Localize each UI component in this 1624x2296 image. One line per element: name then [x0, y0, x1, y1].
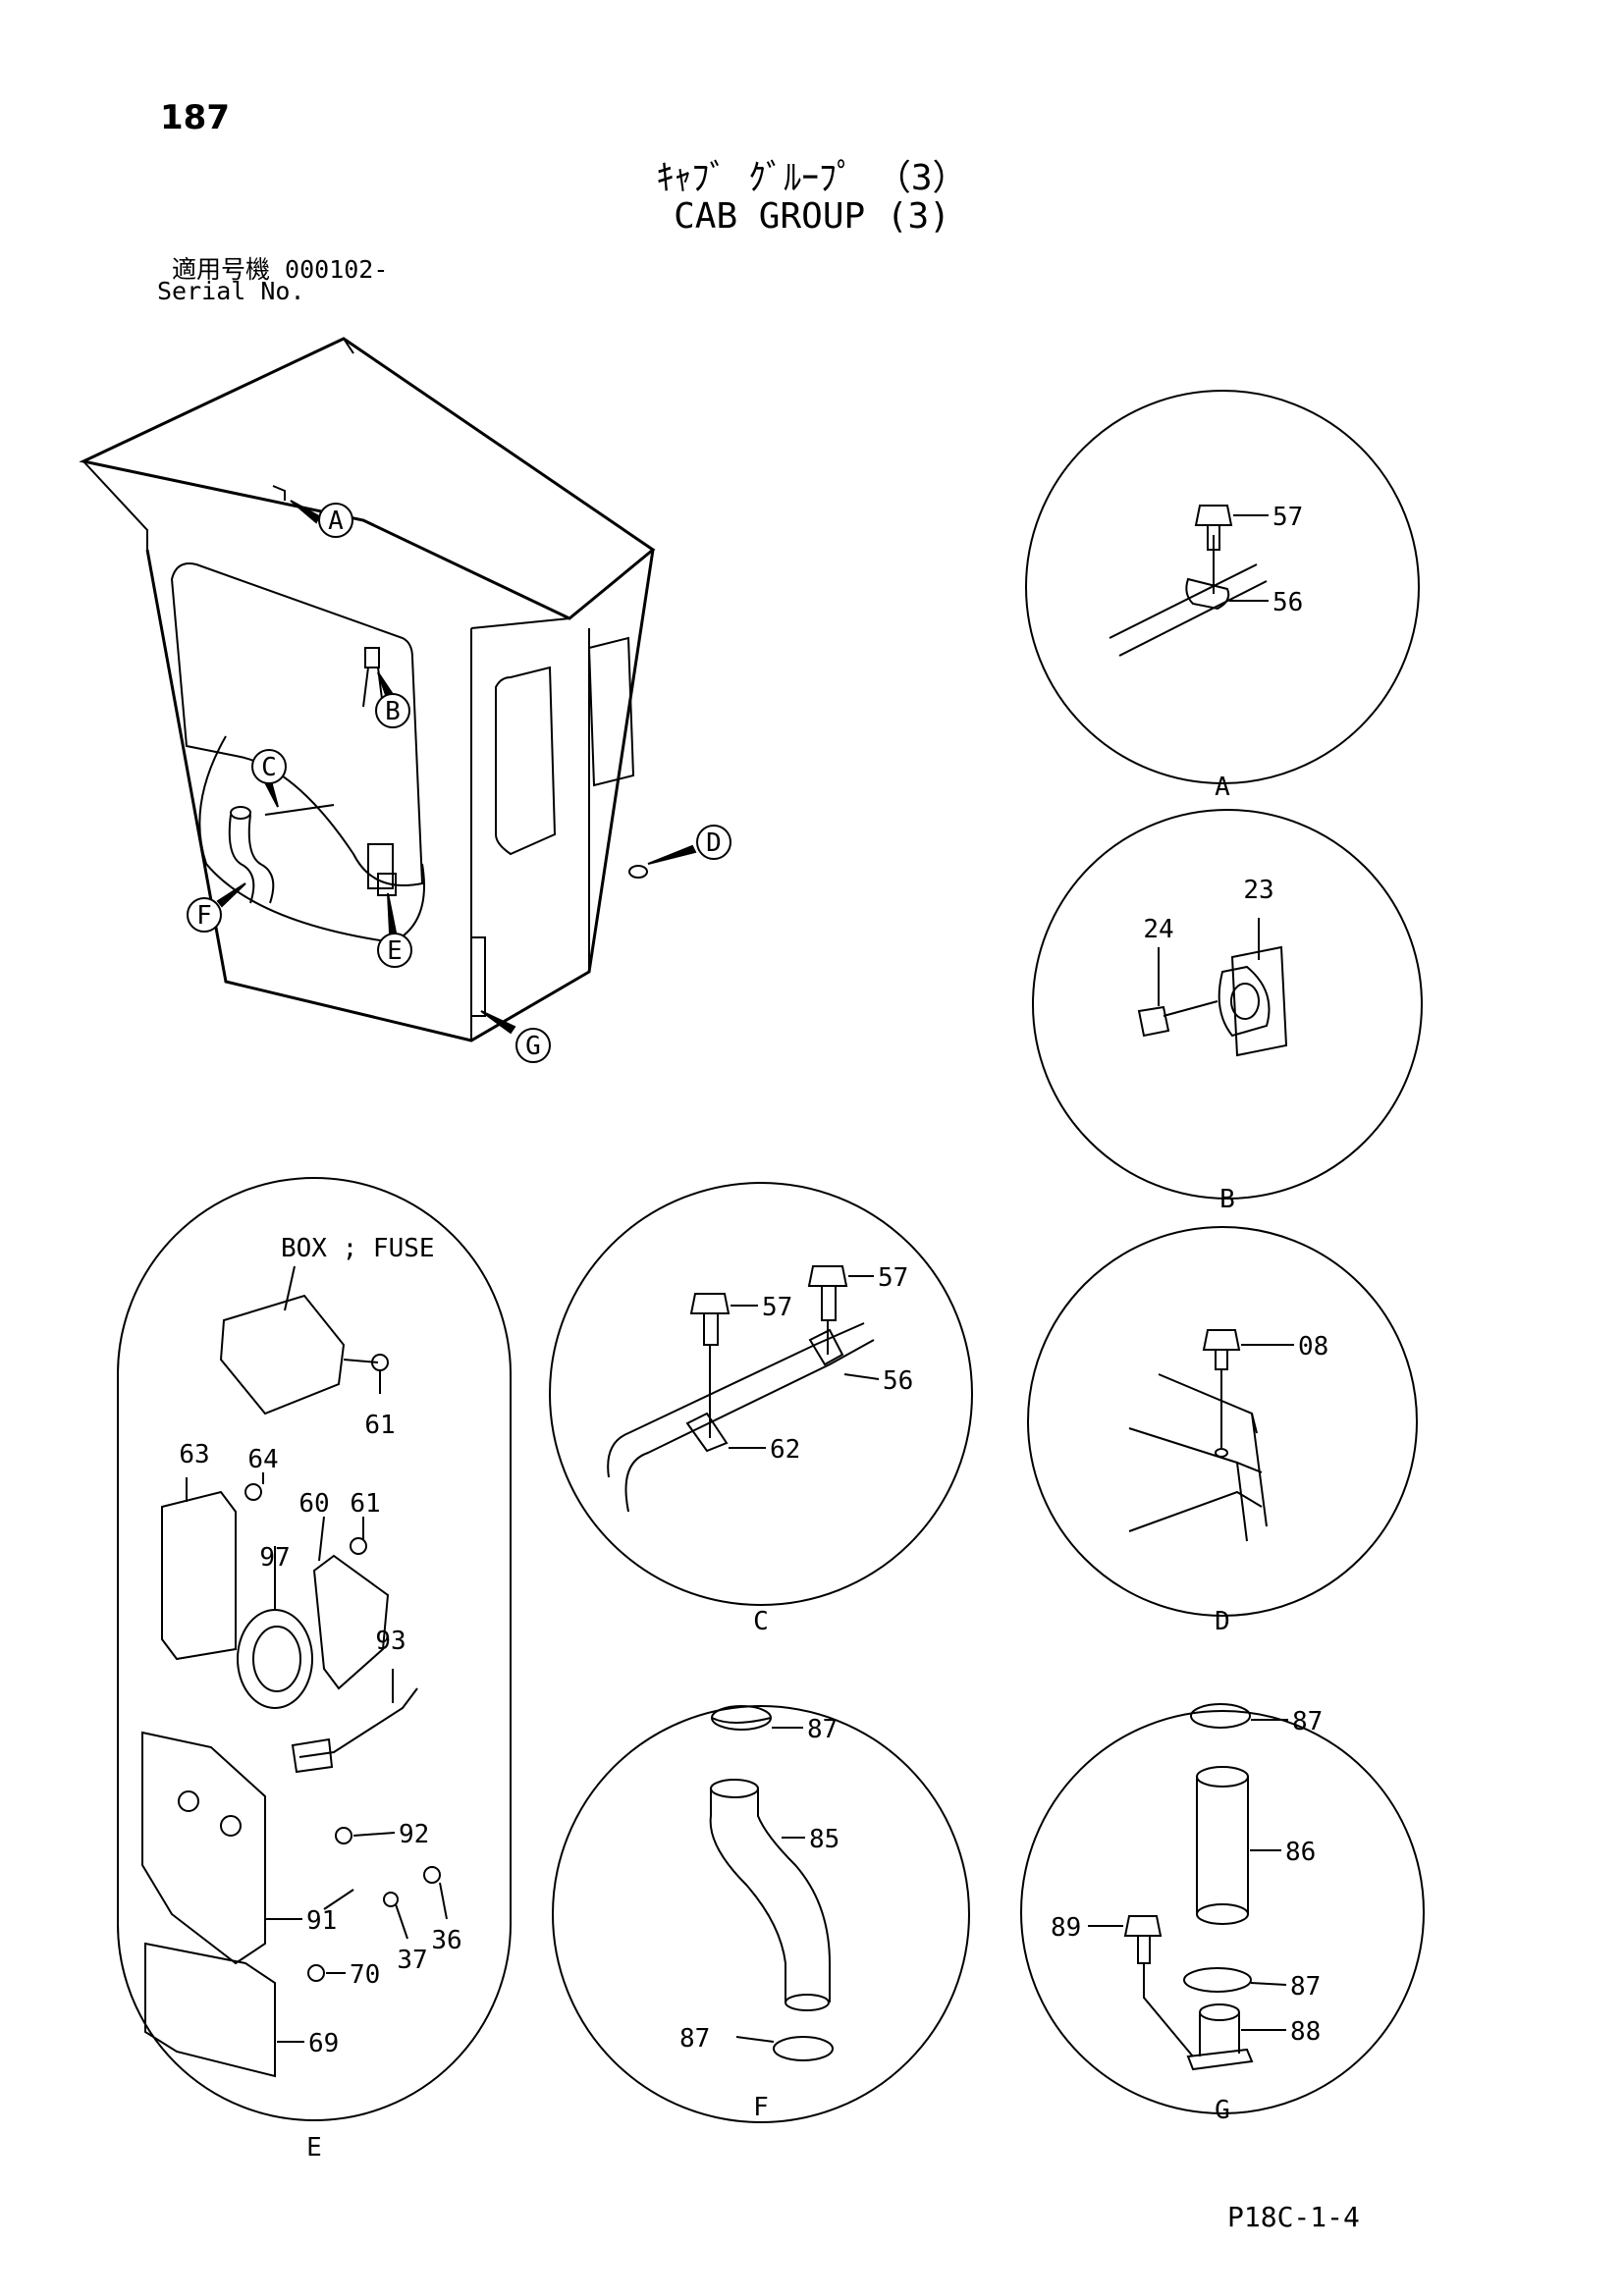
cab-overview: A B C D E F G — [79, 337, 731, 1063]
svg-text:C: C — [261, 753, 277, 782]
part-08: 08 — [1298, 1332, 1328, 1362]
part-56: 56 — [1272, 588, 1303, 617]
detail-label-F: F — [753, 2093, 769, 2122]
detail-label-A: A — [1215, 773, 1230, 802]
detail-G: 87 86 89 87 88 G — [1020, 1703, 1425, 2125]
callout-D[interactable]: D — [696, 825, 731, 860]
footer-code: P18C-1-4 — [1227, 2201, 1360, 2233]
part-88: 88 — [1290, 2017, 1321, 2047]
part-87: 87 — [807, 1715, 838, 1744]
part-60: 60 — [298, 1489, 329, 1519]
part-85: 85 — [809, 1825, 839, 1854]
svg-text:D: D — [706, 828, 722, 858]
fuse-box-label: BOX ; FUSE — [281, 1234, 435, 1263]
part-61: 61 — [364, 1411, 395, 1440]
part-57: 57 — [1272, 503, 1303, 532]
part-87: 87 — [1292, 1707, 1323, 1736]
svg-text:B: B — [385, 697, 401, 726]
serial-label: Serial No. — [157, 277, 305, 305]
part-92: 92 — [399, 1820, 429, 1849]
svg-text:G: G — [525, 1032, 541, 1061]
detail-label-B: B — [1219, 1185, 1235, 1214]
callout-F[interactable]: F — [187, 897, 222, 933]
part-97: 97 — [259, 1543, 290, 1573]
applicability-label: 適用号機 000102- — [172, 255, 389, 284]
callout-A[interactable]: A — [318, 503, 353, 538]
callout-G[interactable]: G — [515, 1028, 551, 1063]
detail-label-G: G — [1215, 2096, 1230, 2125]
part-69: 69 — [308, 2029, 339, 2058]
part-61: 61 — [350, 1489, 380, 1519]
detail-label-C: C — [753, 1607, 769, 1636]
part-62: 62 — [770, 1435, 800, 1465]
part-87: 87 — [1290, 1972, 1321, 2002]
part-70: 70 — [350, 1960, 380, 1990]
part-36: 36 — [431, 1926, 461, 1955]
part-23: 23 — [1243, 876, 1273, 905]
part-57: 57 — [762, 1293, 792, 1322]
detail-D: 08 D — [1027, 1226, 1418, 1636]
part-24: 24 — [1143, 915, 1173, 944]
callout-B[interactable]: B — [375, 693, 410, 728]
detail-E: BOX ; FUSE — [117, 1177, 512, 2163]
part-87: 87 — [679, 2024, 710, 2054]
svg-text:E: E — [387, 936, 403, 966]
part-37: 37 — [397, 1946, 427, 1975]
svg-text:F: F — [196, 901, 212, 931]
detail-F: 87 85 87 F — [552, 1705, 970, 2123]
part-56: 56 — [883, 1366, 913, 1396]
title-english: CAB GROUP (3) — [674, 196, 950, 237]
part-93: 93 — [375, 1627, 406, 1656]
callout-E[interactable]: E — [377, 933, 412, 968]
detail-A: 57 56 A — [1025, 390, 1420, 802]
detail-B: 24 23 B — [1032, 809, 1423, 1214]
part-64: 64 — [247, 1445, 278, 1474]
part-63: 63 — [179, 1440, 209, 1469]
detail-label-E: E — [306, 2133, 322, 2163]
callout-C[interactable]: C — [251, 749, 287, 784]
part-57: 57 — [878, 1263, 908, 1293]
title-japanese: ｷｬﾌﾞ ｸﾞﾙｰﾌﾟ （3） — [656, 158, 968, 198]
part-89: 89 — [1051, 1913, 1081, 1943]
detail-C: 57 57 56 62 C — [549, 1182, 973, 1636]
detail-label-D: D — [1215, 1607, 1230, 1636]
page-number: 187 — [160, 98, 230, 137]
part-91: 91 — [306, 1906, 337, 1936]
svg-text:A: A — [328, 507, 344, 536]
part-86: 86 — [1285, 1838, 1316, 1867]
